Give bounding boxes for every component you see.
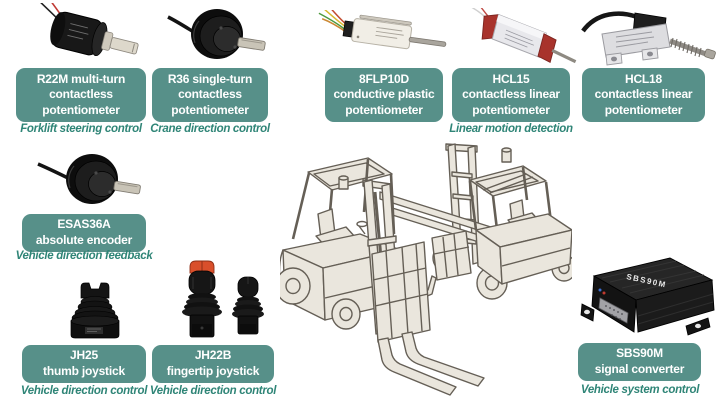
label-line: absolute encoder — [35, 233, 133, 247]
product-label-hcl15[interactable]: HCL15 contactless linear potentiometer — [452, 68, 570, 122]
label-line: SBS90M — [616, 346, 663, 361]
label-line: contactless — [178, 87, 242, 102]
sbs90m-product-image: SBS90M — [580, 257, 715, 336]
label-line: conductive plastic — [333, 87, 435, 102]
label-line: fingertip joystick — [166, 364, 260, 378]
label-line: potentiometer — [171, 102, 249, 117]
label-line: R22M multi-turn — [36, 71, 126, 86]
jh22b-product-image — [182, 260, 264, 338]
label-line: R36 single-turn — [167, 71, 253, 86]
8flp10d-product-image — [318, 10, 447, 50]
caption-r36: Crane direction control — [150, 123, 270, 135]
product-label-jh25[interactable]: JH25 thumb joystick — [22, 345, 146, 383]
caption-jh22b: Vehicle direction control — [149, 385, 277, 397]
caption-hcl15: Linear motion detection — [449, 123, 573, 135]
label-line: 8FLP10D — [359, 71, 409, 86]
jh25-product-image — [70, 282, 120, 339]
label-line: HCL18 — [624, 71, 662, 86]
caption-sbs90m: Vehicle system control — [580, 384, 700, 396]
r22m-product-image — [39, 3, 139, 57]
label-line: potentiometer — [345, 102, 423, 117]
label-line: potentiometer — [42, 102, 120, 117]
label-line: HCL15 — [492, 71, 530, 86]
hcl15-product-image — [470, 8, 577, 64]
product-label-esas36a[interactable]: ESAS36A absolute encoder — [22, 214, 146, 252]
label-line: signal converter — [594, 362, 685, 376]
label-line: contactless linear — [594, 87, 693, 102]
caption-jh25: Vehicle direction control — [20, 385, 148, 397]
label-line: contactless — [49, 87, 113, 102]
label-line: thumb joystick — [43, 364, 125, 378]
product-label-hcl18[interactable]: HCL18 contactless linear potentiometer — [582, 68, 705, 122]
label-line: contactless linear — [462, 87, 560, 102]
esas36a-product-image — [37, 154, 141, 204]
caption-r22m: Forklift steering control — [20, 123, 142, 135]
product-label-8flp10d[interactable]: 8FLP10D conductive plastic potentiometer — [325, 68, 443, 122]
label-line: potentiometer — [472, 102, 550, 117]
forklifts-illustration — [280, 143, 572, 396]
product-label-jh22b[interactable]: JH22B fingertip joystick — [152, 345, 274, 383]
r36-product-image — [167, 9, 266, 59]
label-line: JH25 — [70, 348, 98, 363]
product-label-sbs90m[interactable]: SBS90M signal converter — [578, 343, 701, 381]
label-line: potentiometer — [604, 102, 683, 117]
hcl18-product-image — [581, 11, 716, 66]
label-line: ESAS36A — [57, 217, 111, 232]
product-label-r22m[interactable]: R22M multi-turn contactless potentiomete… — [16, 68, 146, 122]
product-label-r36[interactable]: R36 single-turn contactless potentiomete… — [152, 68, 268, 122]
caption-esas36a: Vehicle direction feedback — [15, 250, 153, 262]
label-line: JH22B — [194, 348, 232, 363]
